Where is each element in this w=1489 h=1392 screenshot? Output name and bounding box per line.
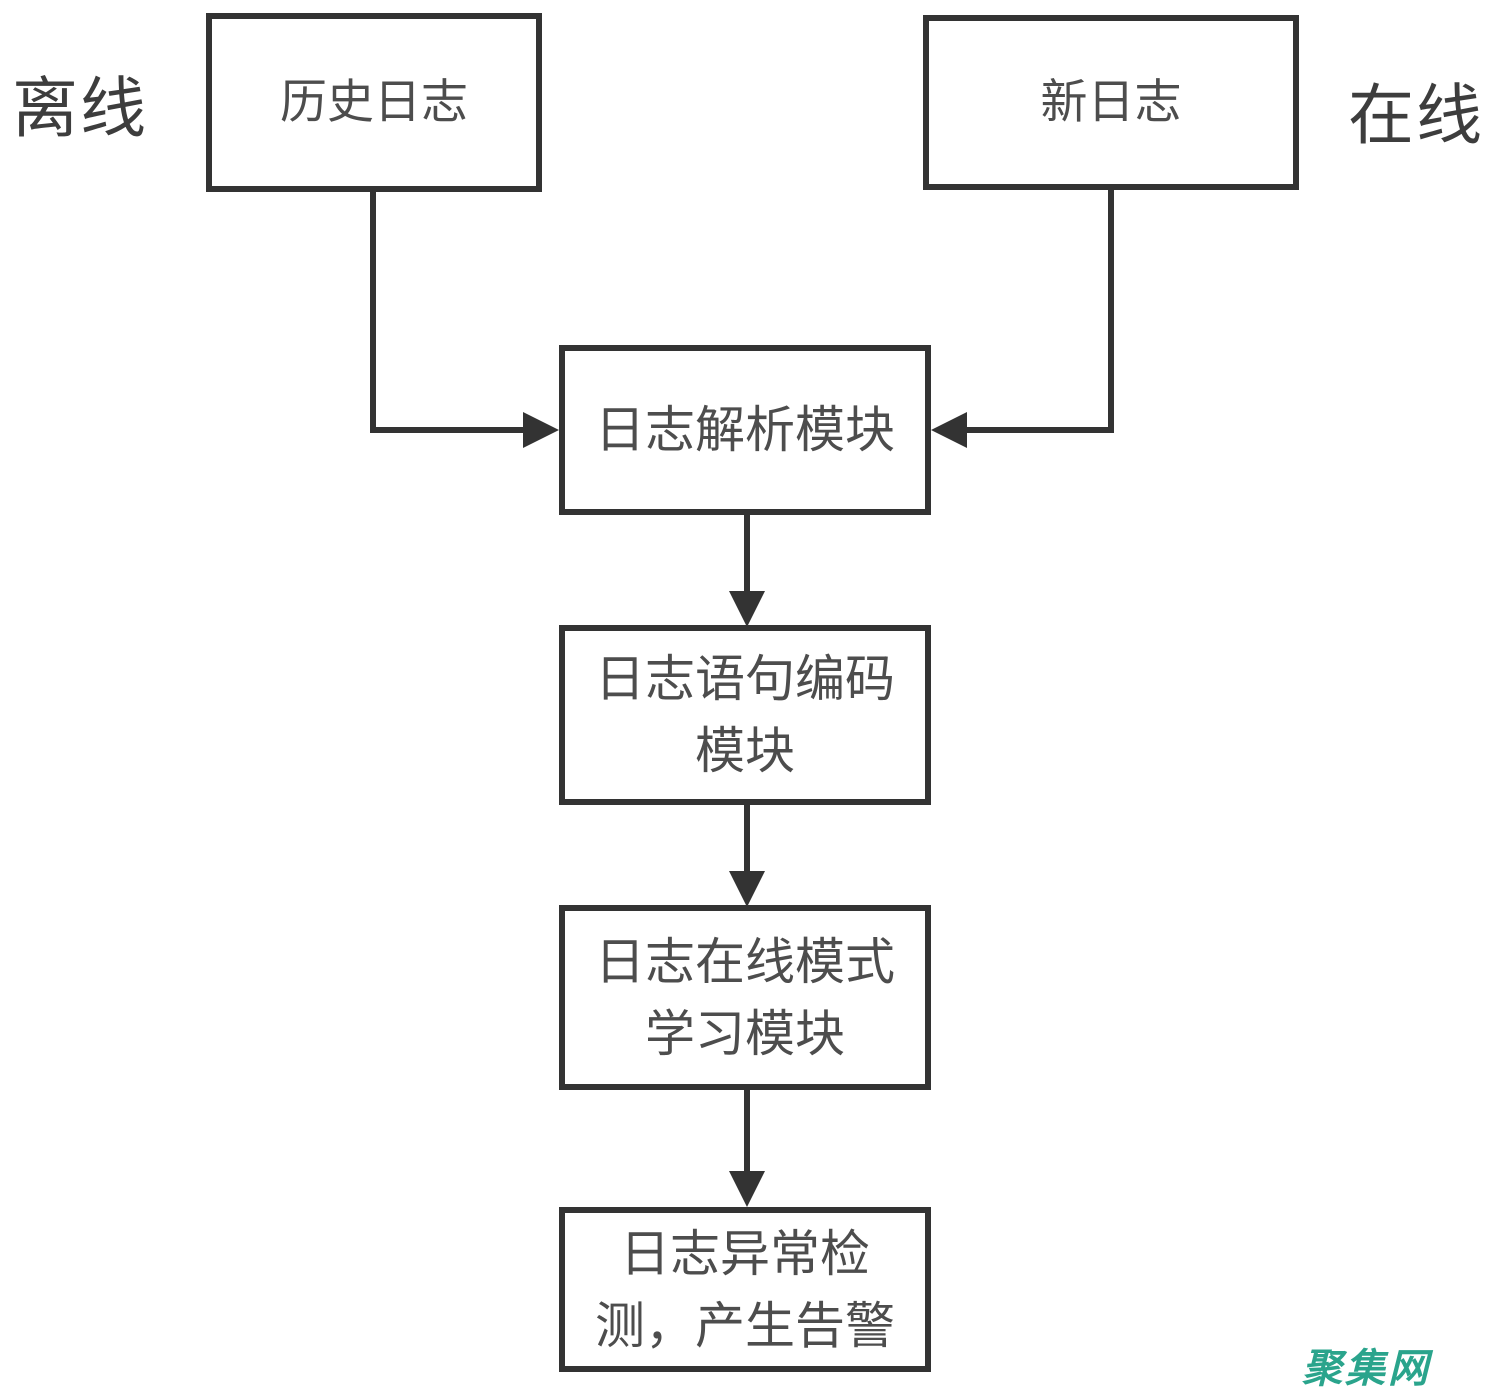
online-label: 在线 — [1348, 78, 1484, 152]
connector-newlog-horizontal-line — [967, 427, 1114, 433]
log-statement-encode-module-box: 日志语句编码 模块 — [559, 625, 931, 805]
connector-learn-detect-line — [744, 1090, 750, 1173]
arrowhead-left-icon — [931, 412, 967, 448]
connector-history-horizontal-line — [370, 427, 525, 433]
offline-label: 离线 — [12, 71, 148, 145]
arrowhead-down-icon — [729, 871, 765, 907]
watermark: 聚集网 — [1302, 1347, 1431, 1391]
connector-history-vertical-line — [370, 191, 376, 433]
log-online-pattern-learn-module-box: 日志在线模式 学习模块 — [559, 905, 931, 1090]
connector-newlog-vertical-line — [1108, 190, 1114, 433]
arrowhead-down-icon — [729, 591, 765, 627]
log-anomaly-detect-alert-box: 日志异常检 测，产生告警 — [559, 1207, 931, 1372]
arrowhead-down-icon — [729, 1171, 765, 1207]
new-log-box: 新日志 — [923, 15, 1299, 190]
connector-encode-learn-line — [744, 805, 750, 873]
arrowhead-right-icon — [523, 412, 559, 448]
connector-parse-encode-line — [744, 515, 750, 593]
history-log-box: 历史日志 — [206, 13, 542, 192]
log-parse-module-box: 日志解析模块 — [559, 345, 931, 515]
